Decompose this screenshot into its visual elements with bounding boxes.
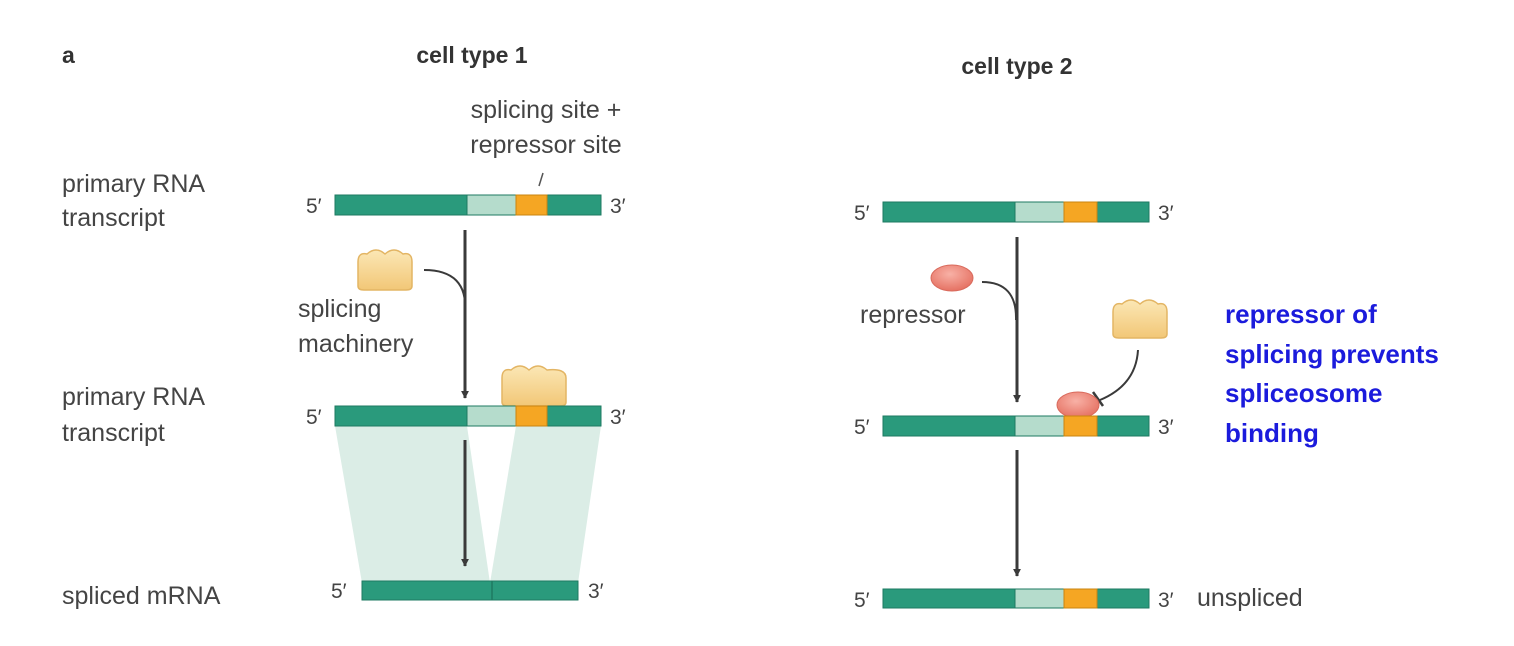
repressor-site-label-line2: repressor site [470,131,621,159]
downstream-exon-shading [490,426,601,583]
cell-type-1-header: cell type 1 [416,42,527,68]
annotation-line-3: spliceosome [1225,378,1383,408]
exon-segment [361,580,579,601]
spliced-mrna-label: spliced mRNA [62,582,221,610]
inhibition-curve [1099,349,1139,401]
repressor-site [1063,201,1098,223]
splicing-site-label-line1: splicing site + [471,96,622,124]
cell-type-2-header: cell type 2 [961,53,1072,79]
annotation-line-1: repressor of [1225,299,1377,329]
three-prime-label: 3′ [588,580,604,603]
upstream-exon-shading [335,426,490,583]
repressor-join-curve [981,281,1018,321]
intron-splice-site [1014,415,1065,437]
primary-rna-label-1-line2: transcript [62,204,165,232]
primary-rna-label-2-line2: transcript [62,419,165,447]
three-prime-label: 3′ [610,195,626,218]
primary-transcript-ct2-2 [882,415,1150,437]
repressor-site [515,194,548,216]
primary-transcript-ct2-1 [882,201,1150,223]
repressor-label: repressor [860,301,966,329]
site-pointer-line [538,172,544,187]
spliced-mrna-strand [361,580,579,601]
machinery-join-curve [423,269,467,313]
intron-splice-site [466,194,517,216]
primary-transcript-1 [334,194,602,216]
primary-transcript-2 [334,405,602,427]
splicing-machinery-label-line2: machinery [298,330,414,358]
intron-splice-site [1014,588,1065,609]
five-prime-label: 5′ [331,580,347,603]
five-prime-label: 5′ [854,416,870,439]
repressor-site [1063,415,1098,437]
cell-type-1-panel: cell type 1 splicing site + repressor si… [62,42,626,610]
primary-rna-label-1-line1: primary RNA [62,170,205,198]
inhibition-bar [1091,391,1105,407]
panel-label: a [62,42,75,68]
five-prime-label: 5′ [854,202,870,225]
cell-type-2-panel: cell type 2 5′ 3′ repressor repressor of… [854,53,1439,612]
three-prime-label: 3′ [1158,202,1174,225]
five-prime-label: 5′ [306,406,322,429]
repressor-site [515,405,548,427]
repressor-icon [930,264,974,292]
three-prime-label: 3′ [610,406,626,429]
five-prime-label: 5′ [854,589,870,612]
bound-repressor-icon [1056,391,1100,419]
five-prime-label: 5′ [306,195,322,218]
repressor-site [1063,588,1098,609]
unspliced-transcript [882,588,1150,609]
bound-spliceosome-icon [501,365,567,407]
annotation-line-2: splicing prevents [1225,339,1439,369]
unspliced-label: unspliced [1197,584,1303,612]
three-prime-label: 3′ [1158,416,1174,439]
intron-splice-site [466,405,517,427]
splicing-machinery-label-line1: splicing [298,295,381,323]
primary-rna-label-2-line1: primary RNA [62,383,205,411]
spliceosome-icon [357,249,413,291]
blocked-spliceosome-icon [1112,299,1168,339]
intron-splice-site [1014,201,1065,223]
annotation-line-4: binding [1225,418,1319,448]
three-prime-label: 3′ [1158,589,1174,612]
